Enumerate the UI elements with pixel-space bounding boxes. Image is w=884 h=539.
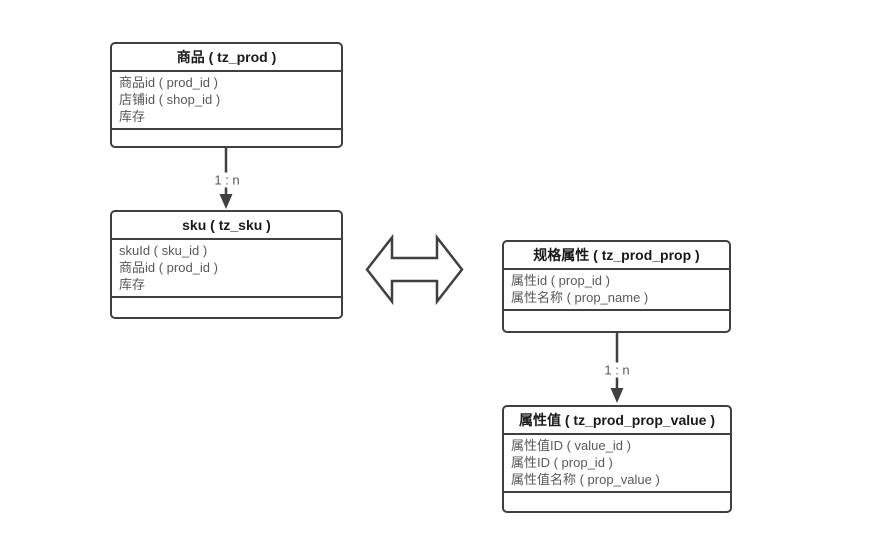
entity-fields: 属性id ( prop_id ) 属性名称 ( prop_name ) [504, 270, 729, 311]
entity-field: 商品id ( prod_id ) [119, 75, 218, 90]
entity-prod-prop-value: 属性值 ( tz_prod_prop_value ) 属性值ID ( value… [502, 405, 732, 513]
entity-fields: 属性值ID ( value_id ) 属性ID ( prop_id ) 属性值名… [504, 435, 730, 493]
entity-fields: skuId ( sku_id ) 商品id ( prod_id ) 库存 [112, 240, 341, 298]
entity-title: sku ( tz_sku ) [112, 212, 341, 240]
entity-title: 规格属性 ( tz_prod_prop ) [504, 242, 729, 270]
relationship-label: 1 : n [211, 172, 243, 188]
entity-prod: 商品 ( tz_prod ) 商品id ( prod_id ) 店铺id ( s… [110, 42, 343, 148]
entity-field: 店铺id ( shop_id ) [119, 92, 221, 107]
entity-field: 库存 [119, 277, 146, 292]
arrowhead-down-icon [219, 194, 233, 209]
entity-field: 属性值名称 ( prop_value ) [511, 472, 660, 487]
entity-field: 属性id ( prop_id ) [511, 273, 610, 288]
entity-field: 商品id ( prod_id ) [119, 260, 218, 275]
entity-footer [112, 298, 341, 317]
entity-title: 属性值 ( tz_prod_prop_value ) [504, 407, 730, 435]
entity-field: 属性名称 ( prop_name ) [511, 290, 649, 305]
entity-field: 属性值ID ( value_id ) [511, 438, 631, 453]
relationship-label: 1 : n [601, 362, 633, 378]
entity-field: skuId ( sku_id ) [119, 243, 208, 258]
double-arrow-icon [365, 233, 464, 306]
entity-field: 库存 [119, 109, 146, 124]
entity-prod-prop: 规格属性 ( tz_prod_prop ) 属性id ( prop_id ) 属… [502, 240, 731, 333]
entity-field: 属性ID ( prop_id ) [511, 455, 613, 470]
entity-fields: 商品id ( prod_id ) 店铺id ( shop_id ) 库存 [112, 72, 341, 130]
entity-sku: sku ( tz_sku ) skuId ( sku_id ) 商品id ( p… [110, 210, 343, 319]
entity-footer [504, 311, 729, 331]
entity-footer [504, 493, 730, 511]
arrowhead-down-icon [610, 388, 624, 403]
entity-footer [112, 130, 341, 146]
entity-title: 商品 ( tz_prod ) [112, 44, 341, 72]
